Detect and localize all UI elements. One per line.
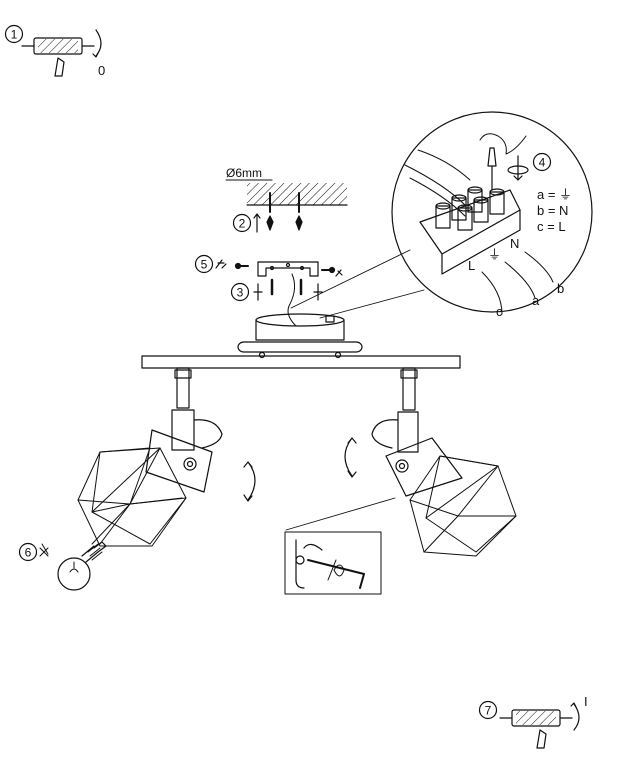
step-7-on-label: I bbox=[584, 694, 588, 709]
step-4-number: 4 bbox=[539, 156, 546, 170]
hinge-bolt bbox=[395, 459, 409, 473]
step-1-badge bbox=[4, 24, 24, 44]
allen-key-inset bbox=[284, 497, 396, 595]
geometric-cage-shade bbox=[409, 455, 517, 557]
legend-ground: a = ⏚ bbox=[537, 187, 572, 202]
fixture-bar bbox=[141, 355, 461, 369]
legend-neutral: b = N bbox=[537, 203, 568, 218]
geometric-cage-shade bbox=[77, 447, 187, 547]
step-7-switch-on: 7 I bbox=[478, 694, 588, 749]
screwdriver-icon bbox=[313, 283, 323, 301]
terminal-label-l: L bbox=[468, 258, 475, 273]
screw-icon bbox=[270, 278, 303, 296]
ceiling-section: Ø6mm bbox=[225, 166, 348, 213]
step-1-number: 1 bbox=[11, 28, 18, 42]
spotlight-right bbox=[344, 367, 517, 557]
mounting-bracket bbox=[257, 261, 319, 327]
wall-plug-icon bbox=[266, 215, 303, 231]
screw-icon bbox=[234, 262, 336, 274]
step-6-bulb: 6 bbox=[18, 541, 107, 591]
rotate-arrow-icon bbox=[344, 437, 357, 478]
step-2-wall-plugs: 2 bbox=[232, 213, 303, 233]
step-6-number: 6 bbox=[25, 546, 32, 560]
spotlight-left bbox=[77, 367, 256, 547]
legend-live: c = L bbox=[537, 219, 566, 234]
circuit-breaker-icon bbox=[499, 702, 580, 749]
terminal-block: L ⏚ N bbox=[419, 186, 521, 275]
allen-key-icon bbox=[307, 559, 365, 589]
step-7-number: 7 bbox=[485, 704, 492, 718]
step-1-off-label: 0 bbox=[98, 63, 105, 78]
rotate-arrow-icon bbox=[243, 461, 256, 502]
screwdriver-icon bbox=[479, 133, 527, 191]
hinge-bolt bbox=[183, 457, 197, 471]
step-3-number: 3 bbox=[237, 286, 244, 300]
wire-label-b: b bbox=[557, 281, 564, 296]
terminal-post bbox=[435, 186, 505, 231]
screwdriver-icon bbox=[335, 269, 343, 277]
wiring-callout: L ⏚ N 4 a = ⏚ b = N c = L c a b bbox=[290, 111, 593, 319]
terminal-label-ground: ⏚ bbox=[488, 247, 501, 262]
no-screwdriver-icon bbox=[39, 543, 49, 557]
rotate-arrow-icon bbox=[507, 155, 529, 181]
step-5-ground-screw: 5 bbox=[194, 254, 343, 277]
step-3-fix-bracket: 3 bbox=[230, 278, 323, 302]
circuit-breaker-icon bbox=[21, 29, 102, 77]
wire-label-c: c bbox=[496, 304, 503, 319]
step-5-number: 5 bbox=[201, 258, 208, 272]
screwdriver-icon bbox=[253, 283, 263, 301]
terminal-label-n: N bbox=[510, 236, 519, 251]
step-2-number: 2 bbox=[239, 217, 246, 231]
drill-holes-icon bbox=[269, 192, 300, 213]
screwdriver-icon bbox=[215, 259, 227, 269]
wire-label-a: a bbox=[532, 293, 540, 308]
light-bulb-icon bbox=[57, 541, 107, 591]
drill-diameter-label: Ø6mm bbox=[226, 166, 262, 180]
ceiling-canopy bbox=[237, 313, 363, 359]
step-1-switch-off: 1 0 bbox=[4, 24, 105, 78]
